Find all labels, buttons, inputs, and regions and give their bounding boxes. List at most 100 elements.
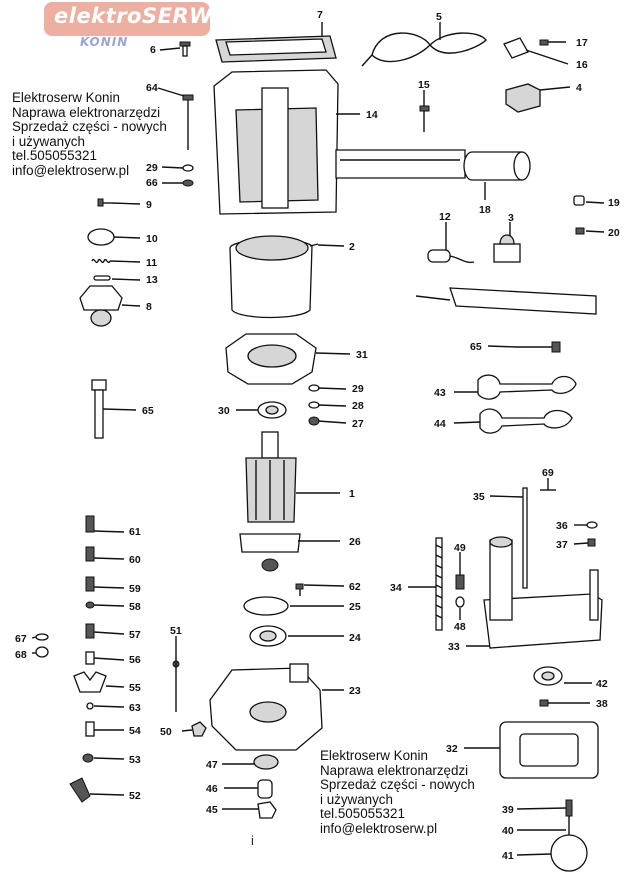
info-line: info@elektroserw.pl bbox=[12, 162, 130, 178]
callout: 4 bbox=[576, 82, 582, 94]
part-wrench-43 bbox=[477, 374, 577, 400]
callout: 2 bbox=[349, 241, 355, 253]
part-nut-53 bbox=[82, 753, 94, 763]
callout: 50 bbox=[160, 726, 172, 738]
part-field-2 bbox=[229, 235, 319, 319]
part-base-33 bbox=[483, 536, 603, 649]
part-collet-shaft-65 bbox=[91, 379, 107, 439]
logo-text: elektroSERW bbox=[54, 4, 213, 28]
part-washer-28 bbox=[308, 401, 320, 409]
part-screw-9 bbox=[97, 198, 112, 207]
part-washer-36 bbox=[586, 521, 598, 529]
callout: 45 bbox=[206, 804, 218, 816]
part-guide-rail bbox=[415, 287, 597, 315]
callout: 41 bbox=[502, 850, 514, 862]
part-threaded-rod-34 bbox=[435, 537, 443, 631]
callout: 34 bbox=[390, 582, 402, 594]
callout: 58 bbox=[129, 601, 141, 613]
part-fan-26 bbox=[239, 533, 301, 572]
callout: 68 bbox=[15, 649, 27, 661]
part-screw-61 bbox=[85, 515, 95, 533]
callout: 64 bbox=[146, 82, 158, 94]
callout: 57 bbox=[129, 629, 141, 641]
part-nut-58 bbox=[85, 601, 95, 609]
callout: 27 bbox=[352, 418, 364, 430]
part-nut-27 bbox=[308, 416, 320, 426]
part-screw-59 bbox=[85, 576, 95, 592]
callout: 37 bbox=[556, 539, 568, 551]
callout: 38 bbox=[596, 698, 608, 710]
part-nut-68 bbox=[35, 646, 49, 658]
callout: 40 bbox=[502, 825, 514, 837]
part-sleeve-46 bbox=[257, 779, 273, 799]
callout: 46 bbox=[206, 783, 218, 795]
info-line: tel.505055321 bbox=[12, 148, 97, 164]
part-capacitor-12 bbox=[427, 249, 475, 264]
part-washer-48 bbox=[455, 596, 465, 608]
part-rod-35 bbox=[522, 487, 528, 589]
callout: 65 bbox=[142, 405, 154, 417]
callout: 12 bbox=[439, 211, 451, 223]
callout: 19 bbox=[608, 197, 620, 209]
part-motor-housing bbox=[213, 69, 466, 215]
callout: 17 bbox=[576, 37, 588, 49]
callout: 56 bbox=[129, 654, 141, 666]
part-cable bbox=[361, 32, 487, 67]
callout: 16 bbox=[576, 59, 588, 71]
part-nut-50 bbox=[191, 721, 207, 737]
company-info-top: Elektroserw Konin Naprawa elektronarzędz… bbox=[12, 90, 167, 179]
part-screw-20 bbox=[575, 227, 585, 235]
part-screw-62 bbox=[295, 583, 304, 596]
callout: 23 bbox=[349, 685, 361, 697]
callout: 5 bbox=[436, 11, 442, 23]
callout: 28 bbox=[352, 400, 364, 412]
part-base-housing-23 bbox=[209, 663, 323, 751]
callout: 7 bbox=[317, 9, 323, 21]
callout: 59 bbox=[129, 583, 141, 595]
callout: 29 bbox=[352, 383, 364, 395]
part-disc-10 bbox=[87, 228, 115, 246]
callout: 20 bbox=[608, 227, 620, 239]
callout: 14 bbox=[366, 109, 378, 121]
info-line: info@elektroserw.pl bbox=[320, 820, 438, 836]
part-screw-15 bbox=[419, 105, 430, 132]
callout: 33 bbox=[448, 641, 460, 653]
part-spring-54 bbox=[85, 721, 95, 737]
callout: 13 bbox=[146, 274, 158, 286]
callout: 55 bbox=[129, 682, 141, 694]
callout: 65 bbox=[470, 341, 482, 353]
callout: 42 bbox=[596, 678, 608, 690]
part-armature-1 bbox=[245, 431, 297, 523]
info-line: Naprawa elektronarzędzi bbox=[12, 104, 161, 120]
callout: 60 bbox=[129, 554, 141, 566]
part-screw-38 bbox=[539, 699, 549, 707]
callout: 54 bbox=[129, 725, 141, 737]
part-base-plate-32 bbox=[499, 721, 599, 779]
part-knob-52 bbox=[69, 777, 91, 803]
part-spring-56 bbox=[85, 651, 95, 665]
callout: 18 bbox=[479, 204, 491, 216]
callout: 49 bbox=[454, 542, 466, 554]
part-washer-29 bbox=[182, 164, 194, 172]
part-screw-64 bbox=[182, 94, 194, 150]
part-bearing-24 bbox=[249, 625, 287, 647]
part-wrench-44 bbox=[479, 408, 573, 434]
part-screw-65a bbox=[516, 341, 561, 353]
callout: 10 bbox=[146, 233, 158, 245]
part-top-cover bbox=[215, 35, 337, 63]
part-screw-6 bbox=[179, 41, 191, 57]
info-line: Elektroserw Konin bbox=[12, 90, 120, 105]
info-line: i używanych bbox=[320, 791, 393, 807]
callout: 26 bbox=[349, 536, 361, 548]
callout: 48 bbox=[454, 621, 466, 633]
part-cap-19 bbox=[573, 195, 585, 206]
callout: 53 bbox=[129, 754, 141, 766]
logo-background bbox=[44, 2, 210, 36]
callout: 25 bbox=[349, 601, 361, 613]
callout-labels: 7 5 6 17 16 4 64 15 14 29 66 9 18 19 10 … bbox=[15, 9, 620, 862]
part-screw-49 bbox=[455, 574, 465, 590]
callout: 8 bbox=[146, 301, 152, 313]
part-screw-17 bbox=[539, 39, 549, 46]
part-plate-25 bbox=[243, 596, 289, 616]
